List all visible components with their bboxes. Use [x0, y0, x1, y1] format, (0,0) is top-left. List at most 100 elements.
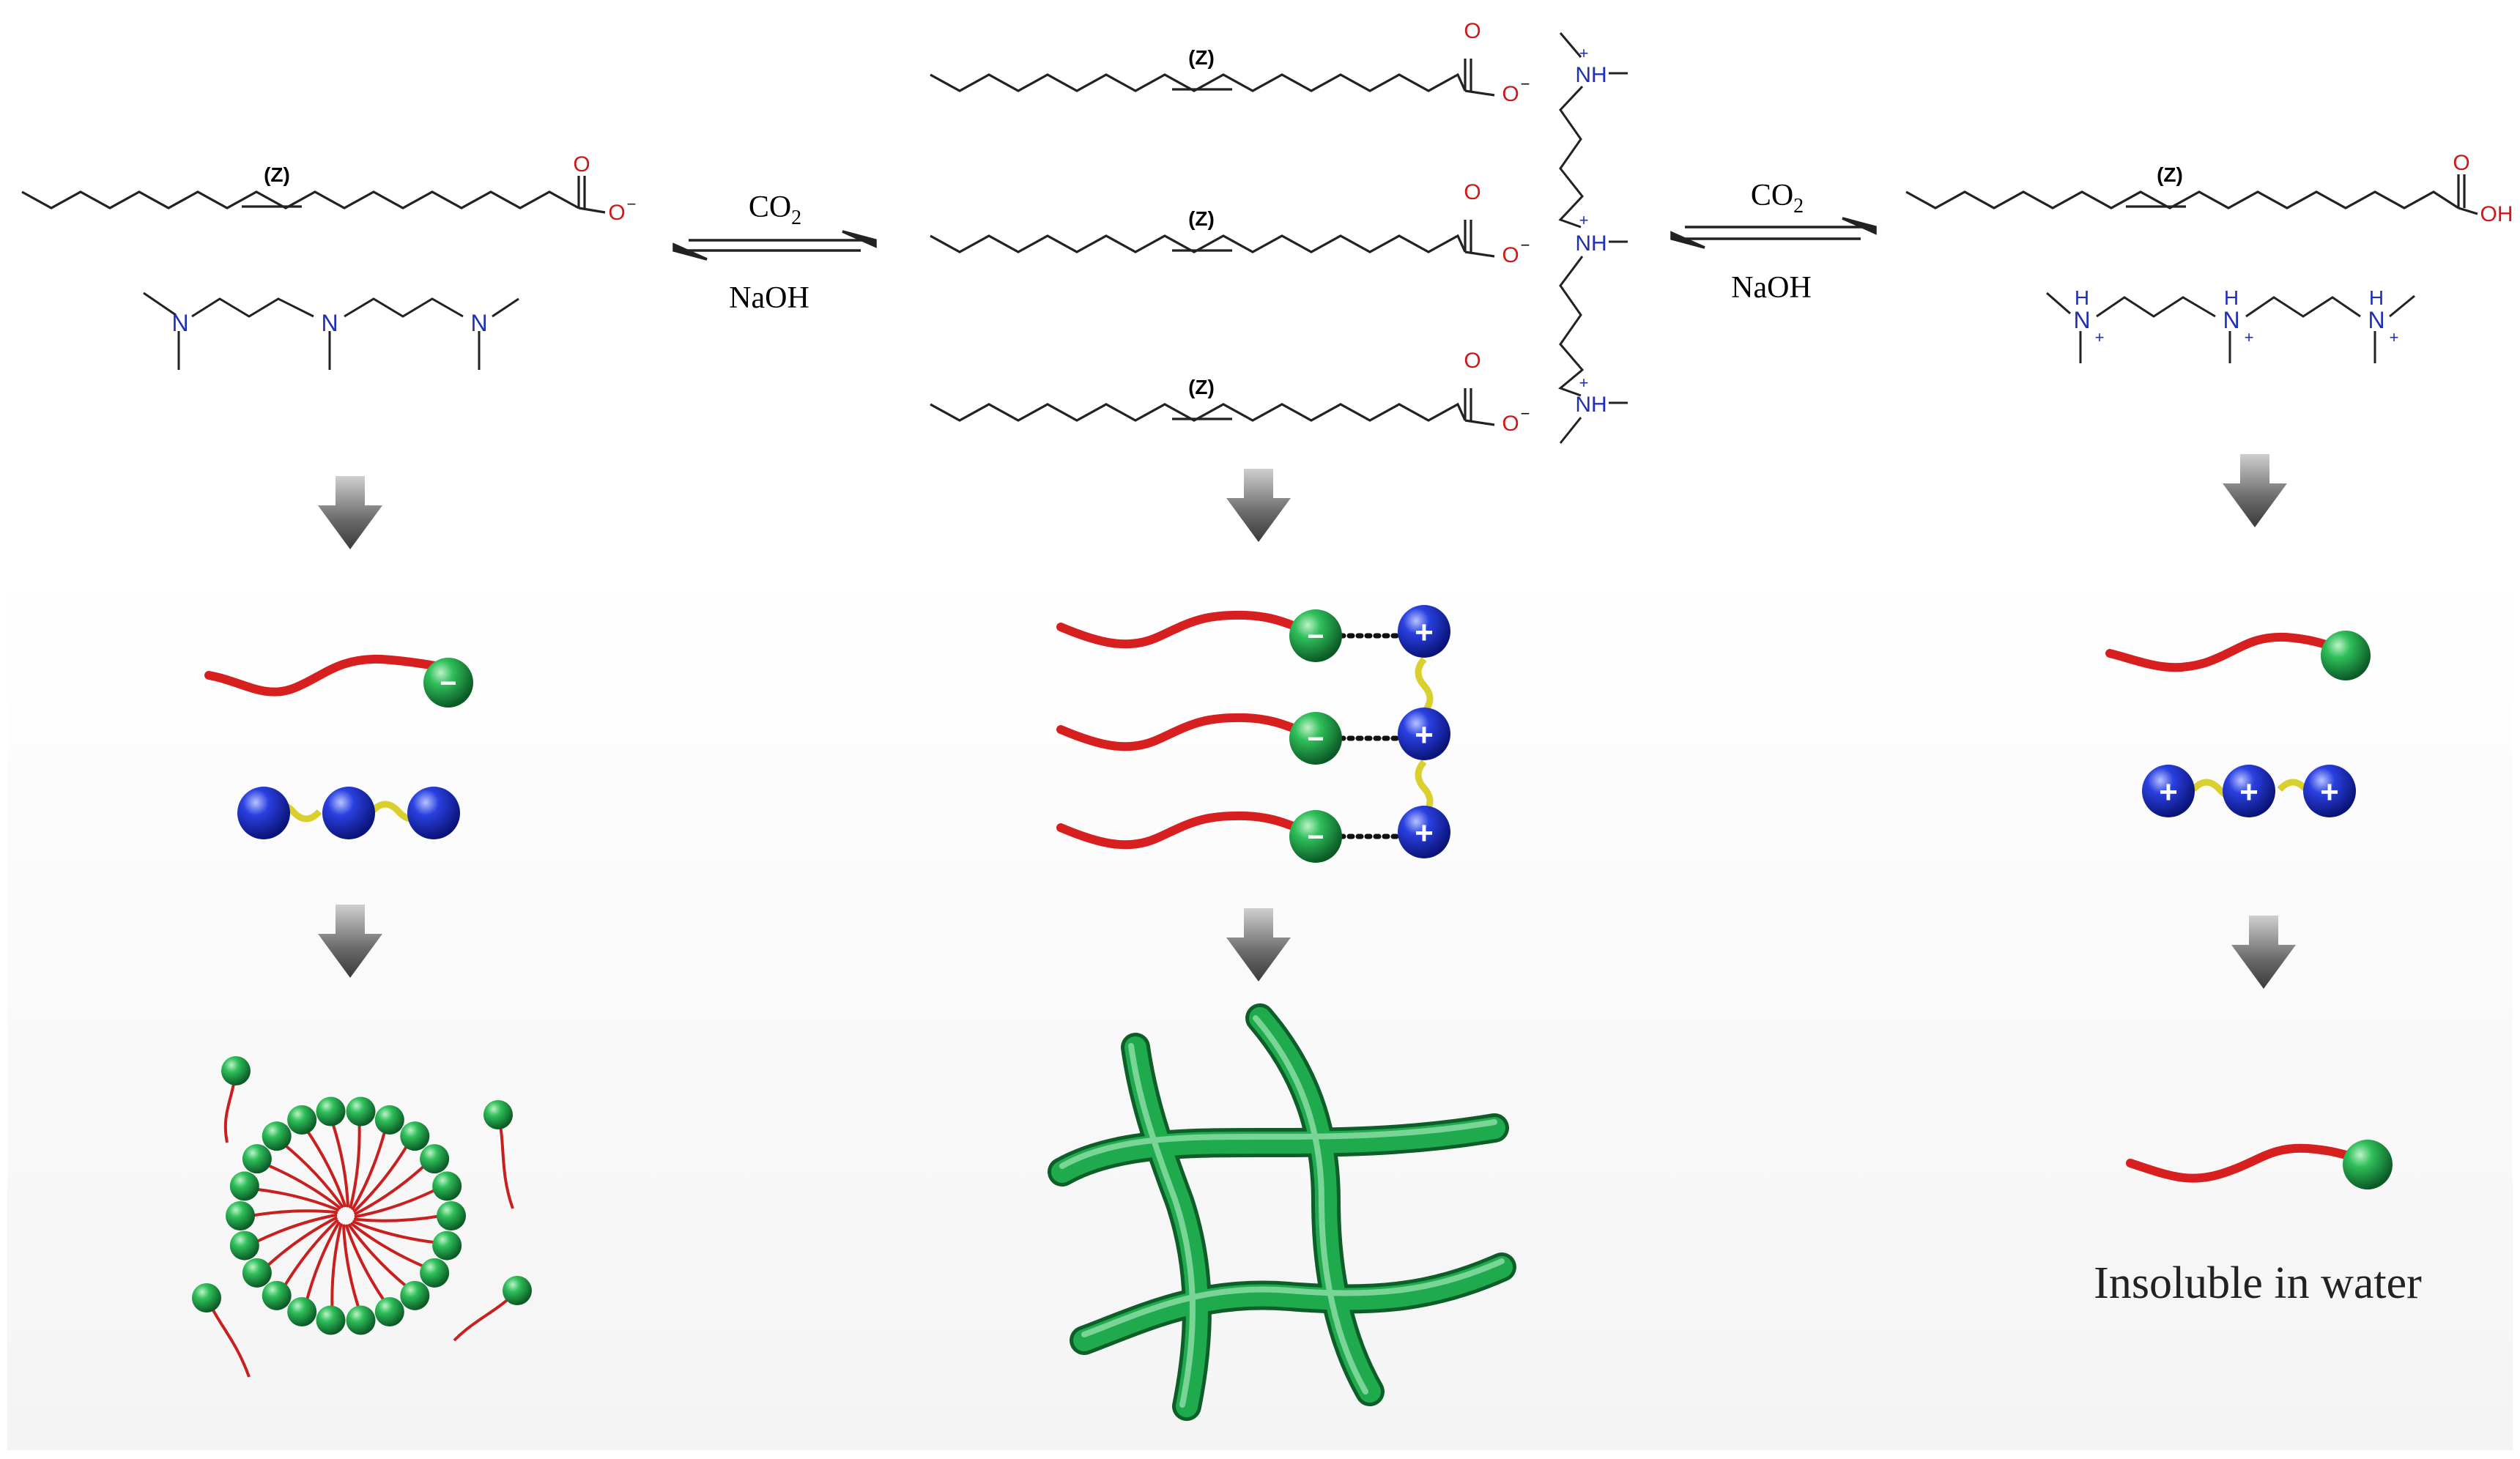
surfactant-tail-left — [204, 654, 444, 697]
minus-charge-mid-2: − — [1521, 236, 1530, 254]
micelle-tail — [341, 1224, 361, 1311]
plus-charge-right-1: + — [2095, 328, 2105, 346]
micelle-tail — [330, 1222, 343, 1310]
micelle-tail — [305, 1128, 347, 1208]
minus-sign-mid-1: − — [1307, 620, 1324, 653]
micelle-tail — [264, 1162, 342, 1210]
z-tag-right: (Z) — [2157, 163, 2183, 186]
ammonium-head-right-1 — [2142, 765, 2195, 817]
ammonium-2-mid: NH — [1575, 231, 1606, 256]
micelle-head — [374, 1296, 404, 1326]
micelle-head — [316, 1096, 346, 1126]
micelle-head — [226, 1201, 255, 1230]
free-surfactant-head — [503, 1276, 532, 1305]
naoh-label-right: NaOH — [1731, 271, 1812, 305]
oleate-chain-mid-1 — [930, 73, 1467, 92]
oxygen-anion-mid-3: O — [1502, 412, 1519, 436]
plus-charge-right-2: + — [2245, 328, 2254, 346]
micelle-tail — [352, 1219, 437, 1244]
oxygen-top-right: O — [2453, 151, 2469, 175]
minus-charge-mid-3: − — [1521, 404, 1530, 423]
plus-sign-right-1: + — [2159, 774, 2178, 810]
oxygen-top-mid-3: O — [1464, 349, 1480, 373]
oxygen-anion-mid-1: O — [1502, 82, 1519, 106]
micelle-tail — [354, 1187, 438, 1219]
equilibrium-arrow-icon — [672, 230, 877, 261]
micelle-head — [262, 1280, 292, 1310]
z-tag-left: (Z) — [264, 163, 290, 186]
down-arrow-icon — [2231, 916, 2296, 989]
nitrogen-3-left: N — [470, 310, 487, 336]
micelle-head — [420, 1258, 450, 1288]
nitrogen-1-right: N — [2073, 307, 2090, 333]
plus-sign-mid-1: + — [1415, 615, 1434, 650]
oxygen-anion-left: O — [608, 201, 625, 225]
amine-head-left-3 — [407, 787, 460, 839]
free-surfactant-head — [192, 1283, 221, 1313]
oxygen-top-left: O — [573, 152, 590, 177]
micelle-tail — [282, 1218, 339, 1289]
down-arrow-icon — [2223, 454, 2287, 527]
free-surfactant-head — [483, 1100, 513, 1129]
anion-head-mid-2 — [1289, 712, 1342, 765]
cation-head-mid-1 — [1398, 605, 1450, 658]
anion-head-left — [423, 658, 473, 708]
micelle-head — [229, 1230, 259, 1261]
anion-head-mid-3 — [1289, 810, 1342, 863]
z-tag-mid-1: (Z) — [1188, 46, 1215, 69]
down-arrow-icon — [1226, 469, 1291, 542]
plus-charge-mid-3: + — [1579, 374, 1589, 392]
micelle-head — [374, 1105, 404, 1135]
naoh-label-left: NaOH — [729, 281, 809, 315]
micelle-tail — [352, 1143, 410, 1214]
micelle-head — [242, 1258, 272, 1288]
micelle-head — [437, 1201, 466, 1230]
wormlike-micelle-network — [1048, 1003, 1516, 1421]
equilibrium-arrow-icon — [1670, 217, 1877, 249]
minus-charge-left: − — [627, 195, 637, 213]
surfactant-tail-mid-1 — [1056, 610, 1301, 649]
free-surfactant-head — [221, 1056, 251, 1085]
micelle-head — [400, 1280, 430, 1310]
micelle-tail — [351, 1129, 387, 1211]
protonated-amine-horizontal — [2046, 292, 2415, 363]
oleate-anion-structure — [21, 176, 606, 214]
micelle-tail — [349, 1222, 427, 1269]
co2-label-right: CO2 — [1751, 179, 1804, 218]
insoluble-surfactant-head — [2343, 1140, 2393, 1189]
amine-head-left-1 — [237, 787, 290, 839]
anion-head-mid-1 — [1289, 609, 1342, 662]
insoluble-label: Insoluble in water — [2094, 1258, 2422, 1308]
oleate-chain-mid-3 — [930, 402, 1467, 422]
acid-head-right — [2321, 631, 2371, 680]
surfactant-tail-right — [2105, 632, 2341, 672]
cation-head-mid-3 — [1398, 806, 1450, 858]
micelle-tail — [254, 1187, 340, 1212]
micelle-tail — [282, 1143, 344, 1209]
micelle-head — [242, 1144, 272, 1174]
micelle-head — [400, 1121, 430, 1151]
micelle-head — [316, 1305, 346, 1335]
nitrogen-1-left: N — [171, 310, 188, 336]
plus-sign-mid-2: + — [1415, 717, 1434, 753]
micelle-tail — [330, 1121, 350, 1208]
ammonium-1-mid: NH — [1575, 63, 1606, 87]
nitrogen-2-right: N — [2223, 307, 2239, 333]
co2-label-left: CO2 — [749, 190, 801, 229]
micelle-head — [346, 1096, 376, 1126]
oleate-chain-mid-2 — [930, 234, 1467, 253]
z-tag-mid-3: (Z) — [1188, 376, 1215, 398]
micelle-head — [229, 1171, 259, 1201]
micelle-tail — [253, 1213, 338, 1244]
oxygen-top-mid-1: O — [1464, 19, 1480, 43]
plus-charge-right-3: + — [2390, 328, 2399, 346]
micelle-head — [262, 1121, 292, 1151]
hydrogen-2-right: H — [2224, 286, 2239, 309]
hydroxyl-right: OH — [2480, 202, 2513, 226]
micelle-tail — [305, 1221, 341, 1303]
nitrogen-3-right: N — [2368, 307, 2384, 333]
plus-sign-right-3: + — [2320, 774, 2339, 810]
micelle-tail — [347, 1223, 410, 1289]
oleate-anion-stack — [930, 59, 1495, 426]
